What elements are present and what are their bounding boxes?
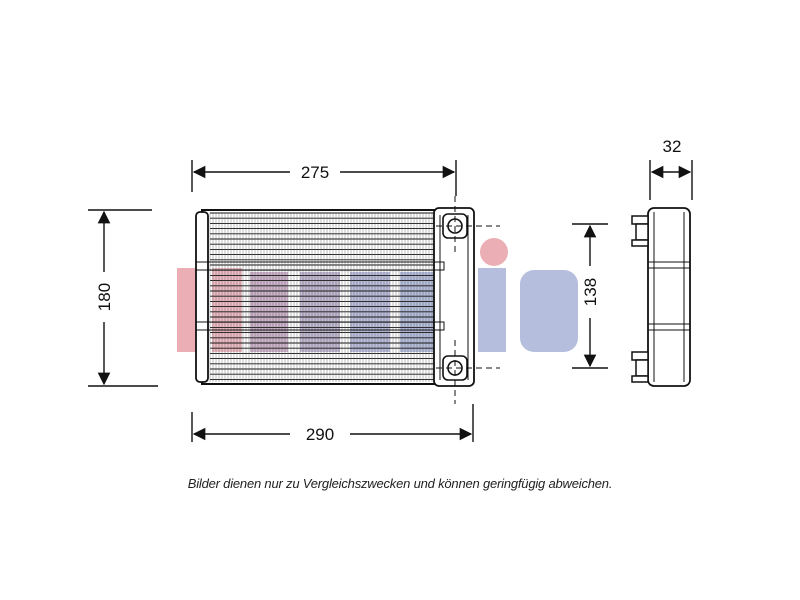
right-tank <box>433 207 475 387</box>
core-fins <box>209 212 434 382</box>
heater-core-front-view <box>195 196 500 404</box>
dimension-depth: 32 <box>663 137 682 156</box>
dimension-bottom-width: 290 <box>306 425 334 444</box>
dimension-left-height: 180 <box>95 283 114 311</box>
disclaimer-text: Bilder dienen nur zu Vergleichszwecken u… <box>187 476 613 491</box>
dimension-lines <box>88 160 693 442</box>
left-tank <box>195 211 209 383</box>
heater-core-side-view <box>631 207 691 387</box>
dimension-top-width: 275 <box>301 163 329 182</box>
dimension-pitch-height: 138 <box>581 278 600 306</box>
